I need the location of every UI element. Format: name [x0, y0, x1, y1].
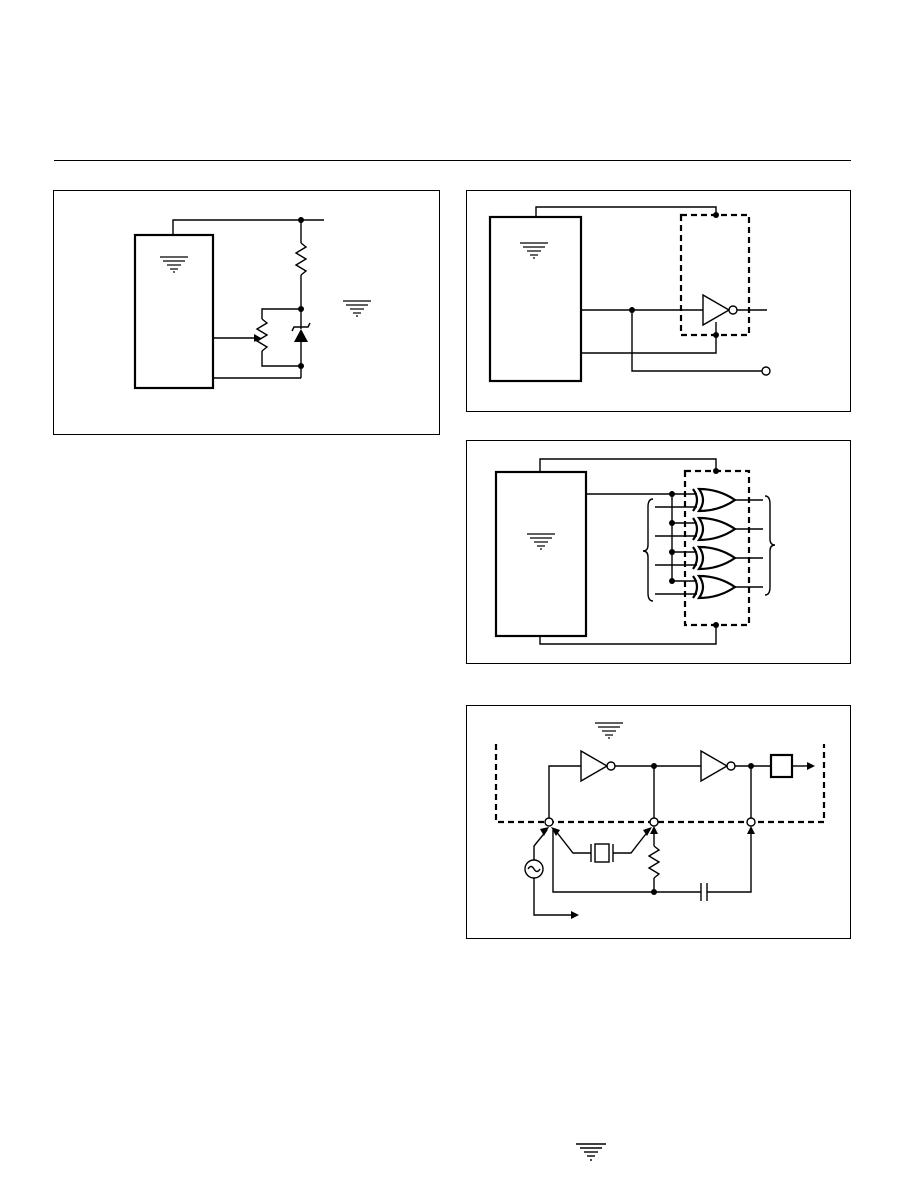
xor-gate — [692, 545, 737, 571]
xor-gate — [692, 487, 737, 513]
zener-diode — [294, 329, 308, 342]
inverter-gate — [702, 293, 731, 327]
potentiometer — [255, 318, 269, 352]
figure-quad-xor — [466, 440, 851, 664]
figure-zener-reference — [53, 190, 440, 435]
figure-crystal-oscillator — [466, 705, 851, 939]
inverter-gate — [580, 749, 609, 783]
inverter-gate — [700, 749, 729, 783]
triangle-logo-icon — [160, 256, 188, 273]
triangle-logo-icon — [520, 242, 548, 259]
resistor — [647, 845, 661, 879]
triangle-logo-icon — [595, 722, 623, 739]
ic-block — [488, 215, 583, 383]
crystal — [594, 843, 610, 863]
triangle-logo-icon — [343, 300, 371, 317]
resistor — [294, 242, 308, 276]
header-rule — [54, 160, 851, 161]
xor-gate — [692, 574, 737, 600]
figure-inverter-buffer — [466, 190, 851, 412]
buffer-block — [769, 753, 794, 779]
triangle-logo-icon — [527, 533, 555, 550]
ic-block — [133, 233, 215, 390]
ic-block — [494, 470, 588, 638]
footer-triangle-logo-icon — [576, 1143, 606, 1161]
xor-gate — [692, 516, 737, 542]
